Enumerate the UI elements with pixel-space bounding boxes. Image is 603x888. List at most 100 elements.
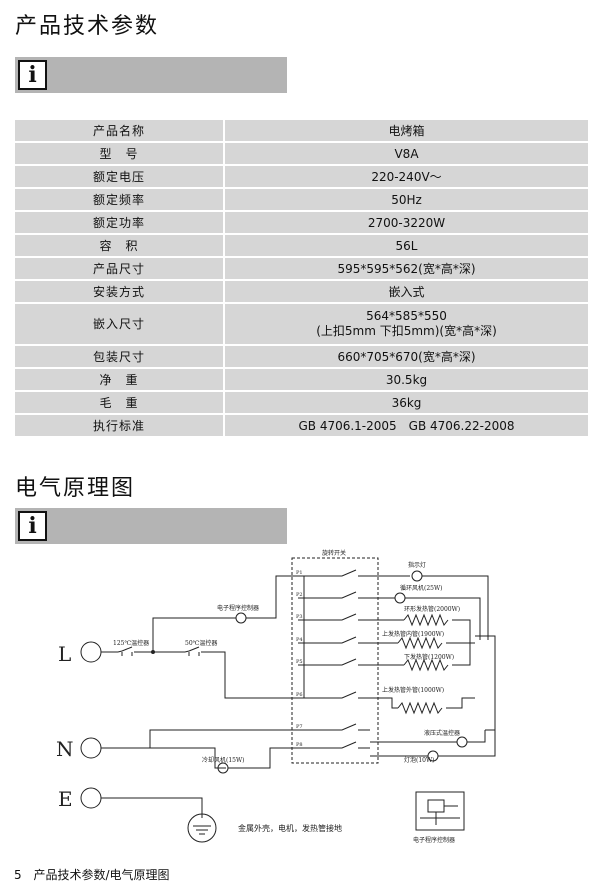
spec-row: 型 号 V8A [15,143,588,164]
spec-label-text: 型 号 [99,147,139,161]
upper-inner-heater-label: 上发热管内管(1900W) [382,630,444,638]
spec-row: 包装尺寸 660*705*670(宽*高*深) [15,346,588,367]
section-title-specs: 产品技术参数 [15,14,160,39]
electronic-controller-label: 电子程序控制器 [217,604,259,612]
ground-note: 金属外壳，电机，发热管接地 [238,823,342,833]
spec-label: 包装尺寸 [15,346,223,367]
spec-label-text: 包装尺寸 [92,350,145,364]
program-controller-icon [427,799,445,813]
switch-contact [298,613,370,621]
spec-value-text: 36kg [391,395,422,410]
spec-value: V8A [223,143,588,164]
spec-row: 安装方式 嵌入式 [15,281,588,302]
spec-label: 额定频率 [15,189,223,210]
spec-label: 嵌入尺寸 [15,304,223,344]
terminal-l-icon [80,641,102,663]
spec-value: 36kg [223,392,588,413]
spec-value-text: 50Hz [391,192,422,207]
spec-label-text: 毛 重 [99,396,139,410]
terminal-n-icon [80,737,102,759]
program-controller-box [415,791,465,831]
thermostat-50-icon [184,646,203,656]
terminal-l-label: L [58,642,71,666]
spec-value-text: 电烤箱 [388,124,425,138]
spec-value: 595*595*562(宽*高*深) [223,258,588,279]
lower-heater-icon [403,658,449,672]
switch-pin-label: P3 [296,614,303,620]
page-footer: 5 产品技术参数/电气原理图 [14,866,170,883]
spec-label: 执行标准 [15,415,223,436]
page-number: 5 [14,868,22,882]
spec-label-text: 产品尺寸 [92,262,145,276]
spec-label-text: 额定电压 [92,170,145,184]
spec-label-text: 净 重 [99,373,139,387]
spec-row: 执行标准 GB 4706.1-2005 GB 4706.22-2008 [15,415,588,436]
spec-label-text: 嵌入尺寸 [92,316,145,331]
indicator-lamp-icon [411,570,423,582]
spec-label-text: 执行标准 [92,419,145,433]
spec-value: 50Hz [223,189,588,210]
spec-row: 产品尺寸 595*595*562(宽*高*深) [15,258,588,279]
spec-value: 30.5kg [223,369,588,390]
info-banner-2: i [15,508,287,544]
spec-row: 产品名称 电烤箱 [15,120,588,141]
spec-row: 容 积 56L [15,235,588,256]
spec-label-text: 容 积 [99,239,139,253]
spec-value-text: 56L [395,238,418,253]
spec-label: 安装方式 [15,281,223,302]
spec-value-text: V8A [394,146,419,161]
switch-pin-label: P5 [296,659,303,665]
spec-row: 净 重 30.5kg [15,369,588,390]
upper-outer-heater-label: 上发热管外管(1000W) [382,686,444,694]
cooling-fan-label: 冷却风机(15W) [202,756,244,764]
spec-value-text: 595*595*562(宽*高*深) [337,262,476,276]
spec-label: 产品尺寸 [15,258,223,279]
spec-value-text: 564*585*550 [366,309,447,323]
hydraulic-thermostat-label: 液压式温控器 [424,729,460,737]
spec-value: 2700-3220W [223,212,588,233]
switch-contact [298,723,370,731]
lower-heater-label: 下发热管(1200W) [404,653,454,661]
rotary-switch-box [291,557,379,764]
thermostat-50-label: 50℃温控器 [185,639,217,647]
info-icon: i [18,511,47,541]
hydraulic-thermostat-icon [456,736,468,748]
spec-label: 净 重 [15,369,223,390]
switch-pin-label: P2 [296,592,303,598]
upper-outer-heater-icon [397,701,443,715]
rotary-switch-label: 旋转开关 [322,549,346,557]
spec-label: 额定电压 [15,166,223,187]
lamp-label: 灯泡(10W) [404,756,434,764]
info-icon: i [18,60,47,90]
spec-value-text: 嵌入式 [388,285,425,299]
ground-icon [187,813,217,843]
spec-value: 嵌入式 [223,281,588,302]
spec-value-text: GB 4706.1-2005 GB 4706.22-2008 [298,419,515,433]
spec-row: 嵌入尺寸 564*585*550(上扣5mm 下扣5mm)(宽*高*深) [15,304,588,344]
spec-label: 额定功率 [15,212,223,233]
spec-label: 毛 重 [15,392,223,413]
spec-value: 564*585*550(上扣5mm 下扣5mm)(宽*高*深) [223,304,588,344]
switch-pin-label: P1 [296,570,303,576]
spec-row: 毛 重 36kg [15,392,588,413]
spec-label: 容 积 [15,235,223,256]
spec-value-text: 660*705*670(宽*高*深) [337,350,476,364]
spec-label-text: 额定频率 [92,193,145,207]
switch-pin-label: P4 [296,637,303,643]
spec-label: 产品名称 [15,120,223,141]
section-title-circuit: 电气原理图 [15,476,136,501]
terminal-e-label: E [58,787,73,811]
indicator-lamp-label: 指示灯 [408,561,426,569]
switch-contact [298,569,370,577]
spec-value: 56L [223,235,588,256]
electronic-controller-icon [235,612,247,624]
spec-value-text: 30.5kg [385,372,428,387]
switch-contact [298,691,370,699]
circuit-diagram: L N E 125℃温控器 50℃温控器 电子程序控制器 冷却风机(15W) 金… [56,549,496,844]
circulation-fan-icon [394,592,406,604]
spec-row: 额定频率 50Hz [15,189,588,210]
switch-contact [298,591,370,599]
